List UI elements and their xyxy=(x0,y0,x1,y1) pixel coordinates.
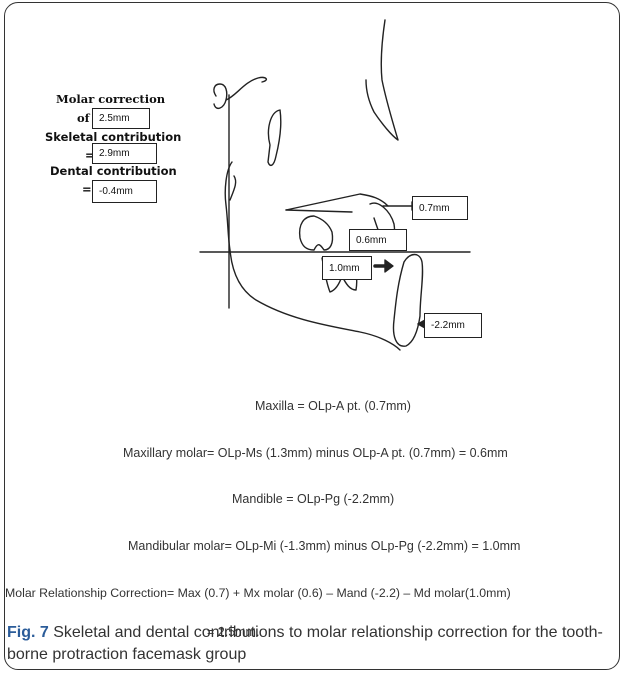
equation-mandible: Mandible = OLp-Pg (-2.2mm) xyxy=(232,492,395,506)
figure-label: Fig. 7 xyxy=(7,624,49,641)
lower-incisor-symphysis xyxy=(392,253,424,347)
caption-text: Skeletal and dental contributions to mol… xyxy=(7,624,603,663)
mand-molar-value-box: 1.0mm xyxy=(322,256,372,280)
equation-maxilla: Maxilla = OLp-A pt. (0.7mm) xyxy=(255,399,411,413)
equation-result: = 2.5mm. xyxy=(207,625,260,639)
orbit-outline xyxy=(267,109,282,167)
nasal-profile xyxy=(365,19,399,141)
skeletal-contribution-label: Skeletal contribution xyxy=(45,130,182,144)
mandible-outline xyxy=(224,161,401,351)
sella-outline xyxy=(213,83,228,110)
upper-molar xyxy=(298,215,334,251)
figure-frame xyxy=(4,2,620,670)
max-molar-value-box: 0.6mm xyxy=(349,229,407,251)
of-label: of xyxy=(77,111,90,125)
equation-mandibular-molar: Mandibular molar= OLp-Mi (-1.3mm) minus … xyxy=(128,539,521,553)
molar-correction-label: Molar correction xyxy=(56,92,166,106)
figure-caption-text: Fig. 7 Skeletal and dental contributions… xyxy=(7,622,607,666)
mandible-value-box: -2.2mm xyxy=(424,313,482,338)
equals-label-2: = xyxy=(82,182,92,196)
equation-maxillary-molar: Maxillary molar= OLp-Ms (1.3mm) minus OL… xyxy=(123,446,508,460)
maxilla-value-box: 0.7mm xyxy=(412,196,468,220)
equals-label-1: = xyxy=(85,148,95,162)
dental-contribution-label: Dental contribution xyxy=(50,164,177,178)
molar-correction-box: 2.5mm xyxy=(92,108,150,129)
dental-contribution-box: -0.4mm xyxy=(92,180,157,203)
palatal-plane xyxy=(285,193,389,211)
equation-molar-relationship: Molar Relationship Correction= Max (0.7)… xyxy=(5,586,511,600)
skeletal-contribution-box: 2.9mm xyxy=(92,143,157,164)
